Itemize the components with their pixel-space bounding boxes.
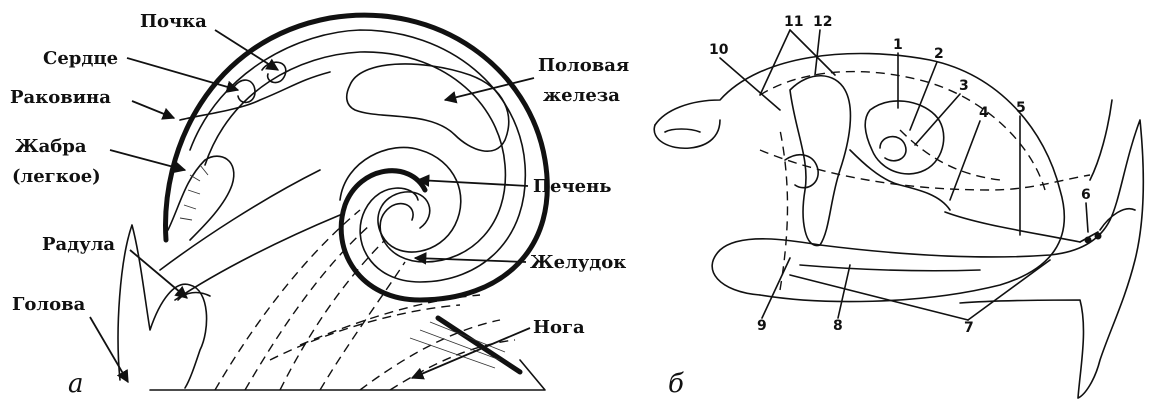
label-radula: Радула [42, 234, 115, 255]
panel-b-letter: б [668, 369, 684, 399]
leader-6 [1086, 203, 1088, 232]
number-4: 4 [979, 105, 989, 121]
number-8: 8 [833, 318, 843, 334]
pointer-kidney [215, 30, 278, 70]
number-1: 1 [893, 37, 903, 53]
mantle-dashed-4 [900, 130, 1000, 180]
snail-tentacle [1090, 100, 1135, 230]
pointer-liver [418, 180, 528, 186]
leader-10 [720, 58, 780, 110]
leader-4 [950, 121, 980, 200]
leader-11b [790, 30, 835, 75]
lung-lobes [790, 76, 850, 246]
panel-b-leaders [720, 30, 1088, 320]
intestine-line [945, 212, 1080, 242]
panel-a-letter: а [68, 369, 84, 399]
body-column [160, 170, 340, 300]
number-12: 12 [813, 14, 832, 30]
number-9: 9 [757, 318, 767, 334]
leader-2 [910, 62, 937, 130]
number-11: 11 [784, 14, 803, 30]
label-gill-lung: (легкое) [12, 166, 101, 187]
number-7: 7 [964, 320, 974, 336]
foot-edge-thick [438, 318, 520, 372]
label-shell: Раковина [10, 87, 111, 108]
pointer-shell [132, 101, 174, 118]
panel-a-drawing [118, 15, 547, 390]
label-gonad: Половая [538, 55, 629, 76]
label-stomach: Желудок [530, 252, 626, 273]
liver-coil [340, 147, 461, 252]
number-10: 10 [709, 42, 729, 58]
organ-lobe [785, 155, 818, 188]
label-head: Голова [12, 294, 86, 315]
number-5: 5 [1016, 100, 1026, 116]
shell-inner-whorl-2 [205, 52, 505, 262]
snail-foot [712, 120, 1143, 398]
eye-dot [1085, 237, 1092, 244]
foot-line [800, 265, 980, 271]
label-kidney: Почка [140, 11, 207, 32]
number-6: 6 [1081, 187, 1091, 203]
label-heart: Сердце [43, 48, 118, 69]
foot-fibres [215, 210, 515, 390]
number-3: 3 [959, 78, 969, 94]
number-2: 2 [934, 46, 944, 62]
heart-coil [232, 62, 286, 102]
pointer-foot [412, 328, 530, 378]
label-gill: Жабра [15, 136, 87, 157]
head-shape [118, 225, 206, 388]
leader-9 [762, 258, 790, 318]
heart-shape [880, 137, 906, 161]
label-foot: Нога [533, 317, 585, 338]
shell-spire [654, 120, 720, 148]
label-liver: Печень [533, 176, 611, 197]
snail-body-outline [655, 53, 1064, 301]
label-gonad-2: железа [543, 85, 620, 106]
leader-8 [838, 265, 850, 318]
kidney-lobes [865, 101, 943, 174]
mantle-dashed-1 [760, 72, 1045, 190]
panel-b-numbers: 1 2 3 4 5 6 7 8 9 10 11 12 б [668, 14, 1091, 399]
leader-7a [790, 275, 968, 320]
pointer-head [90, 317, 128, 382]
leader-12 [815, 30, 820, 75]
eye-dot-2 [1095, 233, 1102, 240]
